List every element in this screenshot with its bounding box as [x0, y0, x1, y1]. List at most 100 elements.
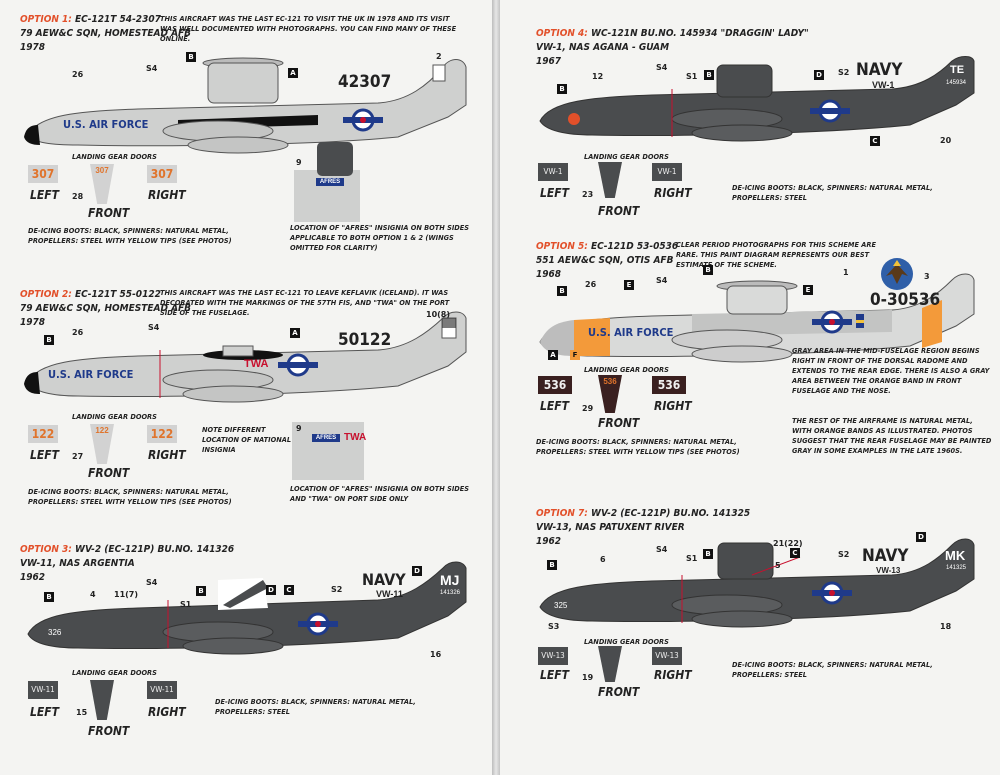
- option5-note: CLEAR PERIOD PHOTOGRAPHS FOR THIS SCHEME…: [676, 241, 876, 269]
- option3-right-label: RIGHT: [148, 705, 186, 719]
- option1-front-callout: 28: [72, 192, 84, 201]
- option1-deicing: DE-ICING BOOTS: BLACK, SPINNERS: NATURAL…: [28, 227, 232, 245]
- option7-callout-5: 5: [775, 561, 781, 570]
- option3-squadron-text: VW-11: [376, 589, 403, 599]
- option2-callout-s4: S4: [148, 323, 160, 332]
- option5-callout-1: 1: [843, 268, 849, 277]
- option7-aircraft-profile: [539, 538, 975, 628]
- option7-callout-6: 6: [600, 555, 606, 564]
- option7-nose-number: 325: [554, 601, 568, 610]
- option7-callout-s3: S3: [548, 622, 560, 631]
- option1-afres-inset: [294, 142, 360, 222]
- option4-right-label: RIGHT: [654, 186, 692, 200]
- option2-aircraft: EC-121T 55-0122: [71, 289, 161, 300]
- option2-insignia-note: NOTE DIFFERENT LOCATION OF NATIONAL INSI…: [202, 426, 292, 454]
- page-gutter: [492, 0, 500, 775]
- option3-front-label: FRONT: [88, 724, 130, 738]
- option7-doors-title: LANDING GEAR DOORS: [584, 638, 669, 646]
- option1-doors-title: LANDING GEAR DOORS: [72, 153, 157, 161]
- option5-callout-b2: B: [703, 265, 713, 275]
- option3-tail-number: 141326: [440, 590, 461, 596]
- option3-door-right: VW-11: [147, 681, 177, 699]
- option2-aircraft-profile: [24, 311, 467, 403]
- option2-deicing: DE-ICING BOOTS: BLACK, SPINNERS: NATURAL…: [28, 488, 232, 506]
- option2-twa-text: TWA: [244, 358, 269, 370]
- right-page: OPTION 4: WC-121N BU.NO. 145934 "DRAGGIN…: [500, 0, 1000, 775]
- option3-callout-s4: S4: [146, 578, 158, 587]
- option7-front-callout: 19: [582, 673, 594, 682]
- option4-left-label: LEFT: [540, 186, 569, 200]
- option4-front-callout: 23: [582, 190, 594, 199]
- option5-callout-26: 26: [585, 280, 597, 289]
- option7-callout-c: C: [790, 548, 800, 558]
- option5-deicing: DE-ICING BOOTS: BLACK, SPINNERS: NATURAL…: [536, 438, 740, 456]
- option5-squadron-emblem: [881, 258, 913, 290]
- option2-fuselage-text: U.S. AIR FORCE: [48, 368, 134, 381]
- option4-squadron-text: VW-1: [872, 80, 895, 90]
- option1-note: THIS AIRCRAFT WAS THE LAST EC-121 TO VIS…: [160, 15, 457, 43]
- option4-front-label: FRONT: [598, 204, 640, 218]
- option4-deicing: DE-ICING BOOTS: BLACK, SPINNERS: NATURAL…: [732, 184, 933, 202]
- option3-header: OPTION 3: WV-2 (EC-121P) BU.NO. 141326: [20, 543, 234, 557]
- option2-callout-a: A: [290, 328, 300, 338]
- option2-doors-title: LANDING GEAR DOORS: [72, 413, 157, 421]
- option2-left-label: LEFT: [30, 448, 59, 462]
- option2-header: OPTION 2: EC-121T 55-0122: [20, 288, 161, 302]
- option4-header: OPTION 4: WC-121N BU.NO. 145934 "DRAGGIN…: [536, 27, 809, 41]
- option3-unit: VW-11, NAS ARGENTIA: [20, 558, 135, 569]
- option3-navy-text: NAVY: [362, 570, 406, 589]
- option7-left-label: LEFT: [540, 668, 569, 682]
- option3-nose-number: 326: [48, 628, 62, 637]
- option3-callout-c: C: [284, 585, 294, 595]
- option4-callout-s2: S2: [838, 68, 850, 77]
- option5-gray-note: GRAY AREA IN THE MID-FUSELAGE REGION BEG…: [792, 347, 990, 395]
- option1-callout-a: A: [288, 68, 298, 78]
- option2-callout-b: B: [44, 335, 54, 345]
- option4-navy-text: NAVY: [856, 60, 903, 80]
- option3-callout-d: D: [266, 585, 276, 595]
- option2-serial: 50122: [338, 330, 392, 350]
- option3-callout-s1: S1: [180, 600, 192, 609]
- option7-door-left: VW-13: [538, 647, 568, 665]
- option2-label: OPTION 2:: [20, 289, 72, 300]
- option1-unit: 79 AEW&C SQN, HOMESTEAD AFB: [20, 28, 192, 39]
- option2-callout-10-8: 10(8): [426, 310, 451, 319]
- option5-door-front-number: 536: [603, 377, 617, 386]
- option3-aircraft: WV-2 (EC-121P) BU.NO. 141326: [71, 544, 235, 555]
- option1-door-right: 307: [147, 165, 177, 183]
- option4-callout-d: D: [814, 70, 824, 80]
- option1-right-label: RIGHT: [148, 188, 186, 202]
- option1-label: OPTION 1:: [20, 14, 72, 25]
- option4-callout-b2: B: [704, 70, 714, 80]
- option7-callout-s1: S1: [686, 554, 698, 563]
- option4-tail-number: 145934: [946, 80, 967, 86]
- option5-aircraft-profile: [539, 273, 975, 363]
- option5-header: OPTION 5: EC-121D 53-0536: [536, 240, 678, 254]
- option1-aircraft: EC-121T 54-2307: [71, 14, 161, 25]
- option3-door-left: VW-11: [28, 681, 58, 699]
- option1-inset-callout: 9: [296, 158, 302, 167]
- option3-callout-s2: S2: [331, 585, 343, 594]
- option7-right-label: RIGHT: [654, 668, 692, 682]
- option5-callout-f: F: [570, 350, 580, 360]
- option5-front-callout: 29: [582, 404, 594, 413]
- option4-callout-s4: S4: [656, 63, 668, 72]
- option4-door-front: [598, 162, 622, 198]
- option7-callout-s2: S2: [838, 550, 850, 559]
- option4-callout-12: 12: [592, 72, 604, 81]
- option5-serial: 0-30536: [870, 290, 941, 310]
- option7-tail-number: 141325: [946, 565, 967, 571]
- option5-metal-note: THE REST OF THE AIRFRAME IS NATURAL META…: [792, 417, 992, 455]
- option7-front-label: FRONT: [598, 685, 640, 699]
- option1-fuselage-text: U.S. AIR FORCE: [63, 118, 149, 131]
- option4-callout-b: B: [557, 84, 567, 94]
- option5-callout-e2: E: [803, 285, 813, 295]
- option3-callout-4: 4: [90, 590, 96, 599]
- option4-callout-20: 20: [940, 136, 952, 145]
- option7-squadron-text: VW-13: [876, 566, 901, 575]
- option4-callout-c: C: [870, 136, 880, 146]
- option4-door-right: VW-1: [652, 163, 682, 181]
- left-page: OPTION 1: EC-121T 54-2307 79 AEW&C SQN, …: [0, 0, 492, 775]
- option5-aircraft: EC-121D 53-0536: [587, 241, 679, 252]
- option5-fuselage-text: U.S. AIR FORCE: [588, 326, 674, 339]
